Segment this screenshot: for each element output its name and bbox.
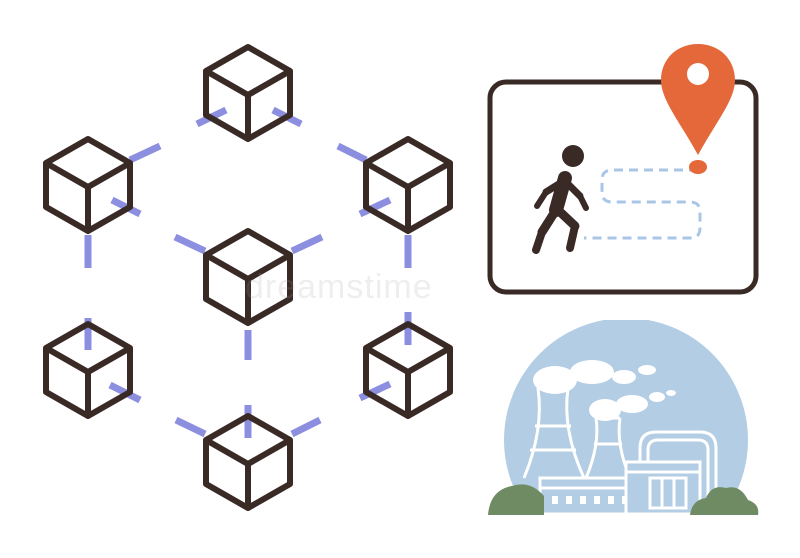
location-pin-icon <box>661 44 735 174</box>
network-cubes <box>46 47 450 508</box>
plant-bushes <box>488 484 759 515</box>
cube-icon <box>206 47 290 139</box>
map-card <box>487 44 759 295</box>
plant-pipes <box>638 430 718 500</box>
cube-icon <box>366 139 450 231</box>
cooling-towers <box>522 386 632 479</box>
cube-icon <box>46 139 130 231</box>
plant-buildings <box>538 460 702 516</box>
dashed-route <box>584 168 702 240</box>
walking-person-icon <box>532 145 589 254</box>
sky-circle <box>504 320 748 515</box>
power-plant-illustration <box>488 320 759 516</box>
network-connectors <box>84 106 412 438</box>
cube-icon <box>206 231 290 323</box>
